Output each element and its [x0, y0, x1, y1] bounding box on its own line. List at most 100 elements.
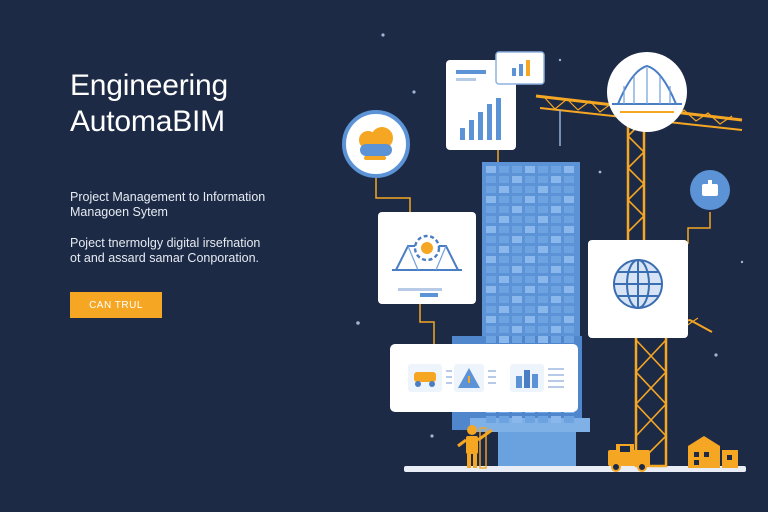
building-window [512, 316, 522, 323]
building-window [486, 336, 496, 343]
building-window [499, 306, 509, 313]
building-window [551, 296, 561, 303]
building-window [551, 246, 561, 253]
building-chart-icon [510, 364, 544, 392]
building-window [525, 276, 535, 283]
building-window [486, 226, 496, 233]
house-icon [688, 436, 738, 468]
building-window [499, 326, 509, 333]
building-window [525, 186, 535, 193]
building-window [564, 216, 574, 223]
description-secondary: Poject tnermolgy digital irsefnation ot … [70, 236, 310, 266]
building-window [564, 226, 574, 233]
building-window [551, 196, 561, 203]
gear-icon [413, 234, 441, 262]
building-window [538, 286, 548, 293]
building-window [551, 166, 561, 173]
bridge-icon [607, 52, 687, 132]
building-window [486, 276, 496, 283]
building-window [499, 216, 509, 223]
globe-icon [613, 259, 663, 309]
headline: Engineering AutomaBIM [70, 68, 330, 140]
building-window [551, 256, 561, 263]
building-window [512, 416, 522, 423]
building-window [512, 226, 522, 233]
building-window [486, 216, 496, 223]
building-window [499, 416, 509, 423]
building-window [525, 236, 535, 243]
building-window [538, 236, 548, 243]
building-window [486, 266, 496, 273]
building-window [499, 176, 509, 183]
building-window [564, 306, 574, 313]
building-window [564, 266, 574, 273]
building-window [512, 216, 522, 223]
building-window [538, 326, 548, 333]
building-window [512, 286, 522, 293]
building-window [564, 276, 574, 283]
building-window [499, 196, 509, 203]
building-window [512, 206, 522, 213]
building-window [564, 256, 574, 263]
building-window [499, 286, 509, 293]
building-window [538, 196, 548, 203]
building-window [499, 256, 509, 263]
building-window [499, 336, 509, 343]
building-window [564, 316, 574, 323]
building-window [486, 236, 496, 243]
building-window [564, 336, 574, 343]
building-window [525, 306, 535, 313]
building-window [551, 416, 561, 423]
building-window [499, 276, 509, 283]
building-window [512, 336, 522, 343]
building-window [564, 296, 574, 303]
building-window [538, 266, 548, 273]
cta-button[interactable]: CAN TRUL [70, 292, 162, 318]
description-primary-line1: Project Management to Information [70, 190, 266, 204]
building-window [564, 196, 574, 203]
building-window [499, 206, 509, 213]
building-window [525, 286, 535, 293]
building-window [525, 216, 535, 223]
building-window [486, 166, 496, 173]
building-window [486, 316, 496, 323]
building-window [564, 186, 574, 193]
building-window [512, 246, 522, 253]
building-window [499, 296, 509, 303]
building-window [538, 186, 548, 193]
building-window [499, 316, 509, 323]
building-window [525, 316, 535, 323]
building-window [499, 226, 509, 233]
headline-line2: AutomaBIM [70, 105, 225, 138]
building-window [486, 306, 496, 313]
building-window [512, 326, 522, 333]
building-window [538, 306, 548, 313]
car-icon [408, 364, 442, 392]
building-window [551, 306, 561, 313]
building-window [499, 246, 509, 253]
building-window [486, 176, 496, 183]
building-window [512, 196, 522, 203]
building-window [551, 336, 561, 343]
building-window [551, 286, 561, 293]
building-window [538, 226, 548, 233]
building-window [486, 326, 496, 333]
building-window [525, 166, 535, 173]
building-window [564, 176, 574, 183]
building-window [538, 416, 548, 423]
building-window [564, 236, 574, 243]
building-window [538, 216, 548, 223]
building-window [486, 256, 496, 263]
building-window [538, 176, 548, 183]
building-window [499, 236, 509, 243]
building-window [486, 246, 496, 253]
building-window [499, 186, 509, 193]
building-window [499, 266, 509, 273]
building-window [525, 176, 535, 183]
settings-icon [690, 170, 730, 210]
building-window [512, 306, 522, 313]
building-window [551, 226, 561, 233]
building-window [512, 176, 522, 183]
building-window [525, 266, 535, 273]
